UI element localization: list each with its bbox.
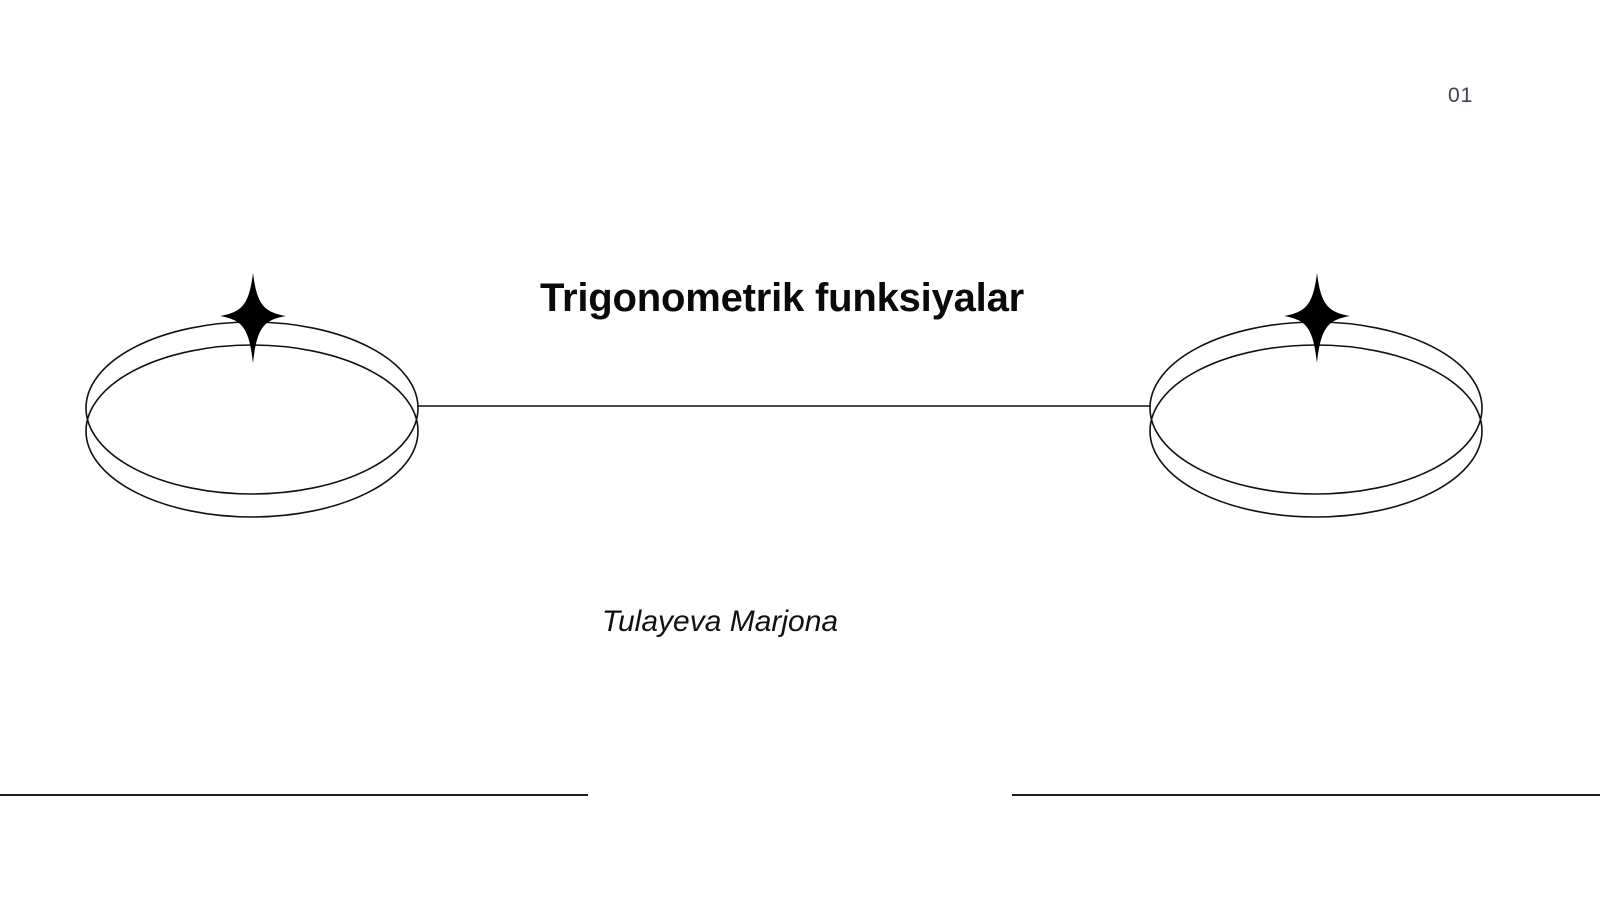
page-number: 01	[1448, 84, 1474, 107]
footer-rule-right	[1012, 794, 1600, 796]
slide-author-text: Tulayeva Marjona	[601, 605, 839, 638]
right-ellipse-lower	[1149, 344, 1483, 518]
left-ellipse-lower	[85, 344, 419, 518]
slide-title-text: Trigonometrik funksiyalar	[539, 276, 1025, 320]
right-ellipse-upper	[1149, 321, 1483, 495]
slide-author: Tulayeva Marjona	[0, 605, 1600, 639]
left-ellipse-upper	[85, 321, 419, 495]
footer-rule-left	[0, 794, 588, 796]
left-ornament	[85, 321, 419, 518]
right-ornament	[1149, 321, 1483, 518]
slide-title: Trigonometrik funksiyalar	[0, 276, 1600, 320]
